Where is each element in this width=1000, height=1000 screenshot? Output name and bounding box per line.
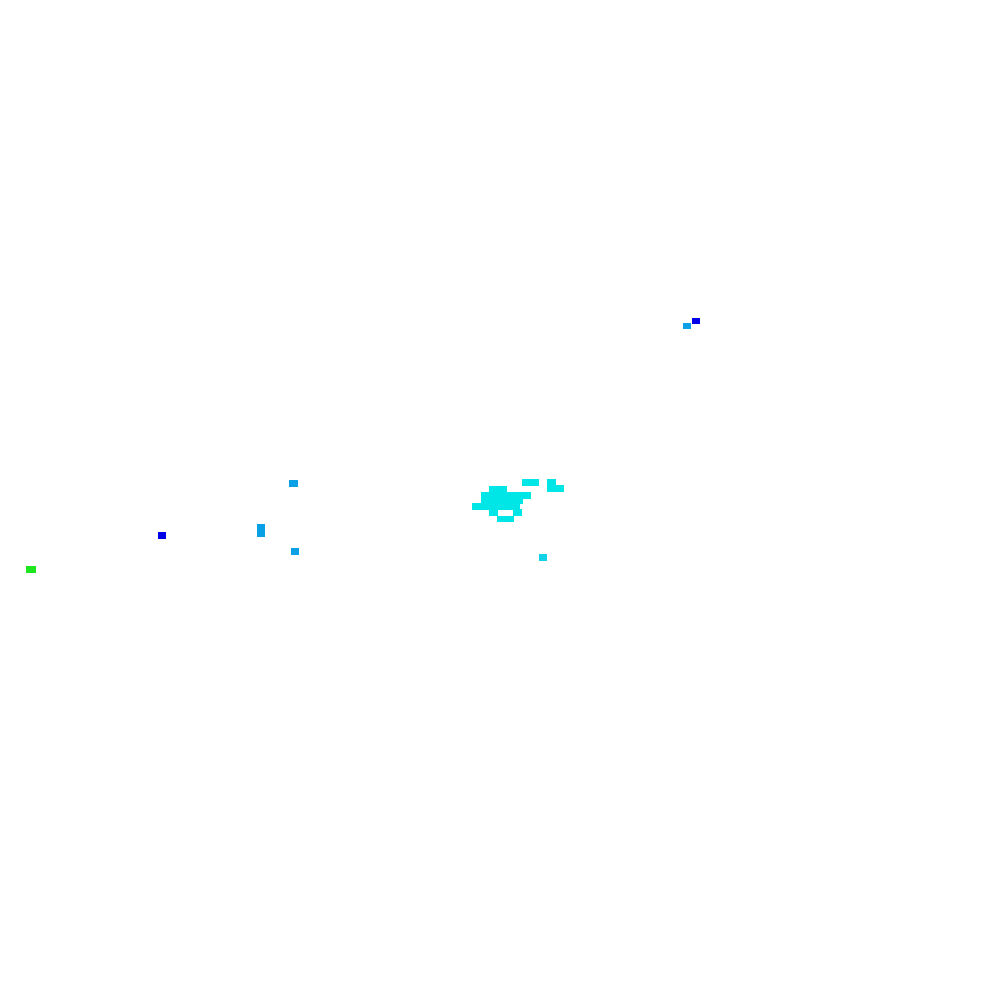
cyan-cell [547, 485, 564, 492]
sky-blue-cell [289, 480, 298, 487]
light-cyan-cell [539, 554, 547, 561]
cyan-cell [481, 498, 523, 504]
blue-cell [692, 318, 700, 324]
blue-cell [158, 532, 166, 539]
cyan-cell [513, 509, 522, 516]
map-cells [26, 318, 700, 573]
cyan-cell [489, 486, 507, 493]
cyan-cell [472, 503, 520, 510]
cyan-cell [547, 479, 556, 486]
green-cell [26, 566, 36, 573]
sky-blue-cell [257, 524, 265, 537]
sky-blue-cell [683, 323, 691, 329]
cyan-cell [489, 509, 498, 516]
sky-blue-cell [291, 548, 299, 555]
cyan-cell [481, 492, 531, 499]
cyan-cell [497, 516, 514, 522]
cyan-cell [522, 479, 539, 486]
